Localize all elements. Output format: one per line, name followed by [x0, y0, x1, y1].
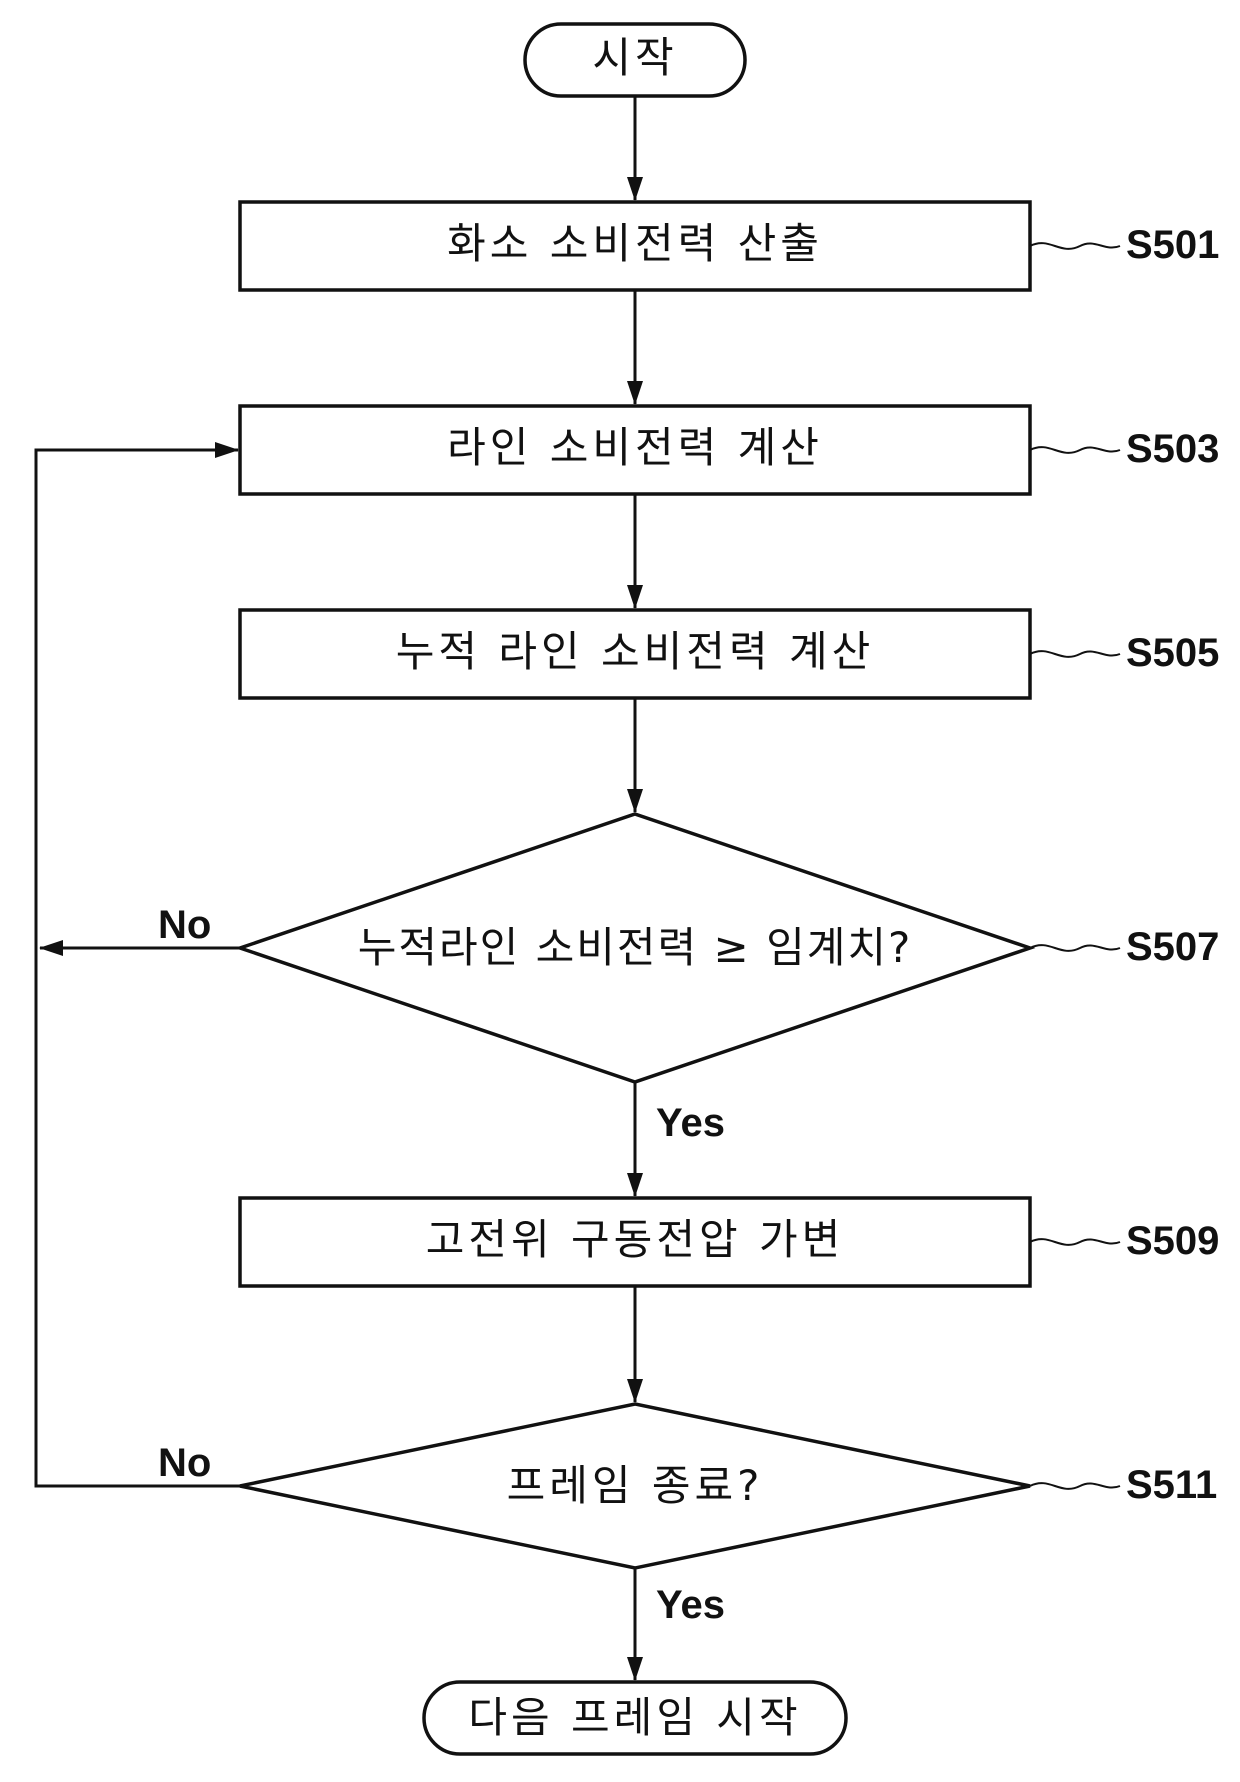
- s509-label: 고전위 구동전압 가변: [426, 1215, 844, 1264]
- loop-back-arrow-to-s503: [36, 450, 240, 1486]
- s511-yes-label: Yes: [656, 1583, 725, 1627]
- ref-s501: S501: [1126, 223, 1219, 267]
- s501-label: 화소 소비전력 산출: [447, 219, 823, 268]
- ref-s507: S507: [1126, 925, 1219, 969]
- process-s505: 누적 라인 소비전력 계산: [240, 610, 1030, 698]
- s505-label: 누적 라인 소비전력 계산: [396, 627, 874, 676]
- start-terminal: 시작: [525, 24, 745, 96]
- ref-leader-s509: [1030, 1239, 1120, 1245]
- process-s501: 화소 소비전력 산출: [240, 202, 1030, 290]
- ref-leader-s511: [1030, 1483, 1120, 1489]
- start-label: 시작: [592, 33, 677, 82]
- process-s509: 고전위 구동전압 가변: [240, 1198, 1030, 1286]
- ref-leader-s507: [1030, 945, 1120, 951]
- s503-label: 라인 소비전력 계산: [447, 423, 823, 472]
- ref-s503: S503: [1126, 427, 1219, 471]
- s511-no-label: No: [158, 1441, 211, 1485]
- ref-s509: S509: [1126, 1219, 1219, 1263]
- ref-leader-s505: [1030, 651, 1120, 657]
- decision-s507: 누적라인 소비전력 ≥ 임계치?: [240, 814, 1030, 1082]
- end-terminal: 다음 프레임 시작: [424, 1682, 846, 1754]
- ref-s511: S511: [1126, 1463, 1217, 1507]
- ref-s505: S505: [1126, 631, 1219, 675]
- end-label: 다음 프레임 시작: [468, 1693, 801, 1742]
- process-s503: 라인 소비전력 계산: [240, 406, 1030, 494]
- decision-s511: 프레임 종료?: [240, 1404, 1030, 1568]
- s507-yes-label: Yes: [656, 1101, 725, 1145]
- ref-leader-s503: [1030, 447, 1120, 453]
- ref-leader-s501: [1030, 243, 1120, 249]
- s507-label: 누적라인 소비전력 ≥ 임계치?: [358, 923, 913, 972]
- s511-label: 프레임 종료?: [507, 1461, 764, 1510]
- s507-no-label: No: [158, 903, 211, 947]
